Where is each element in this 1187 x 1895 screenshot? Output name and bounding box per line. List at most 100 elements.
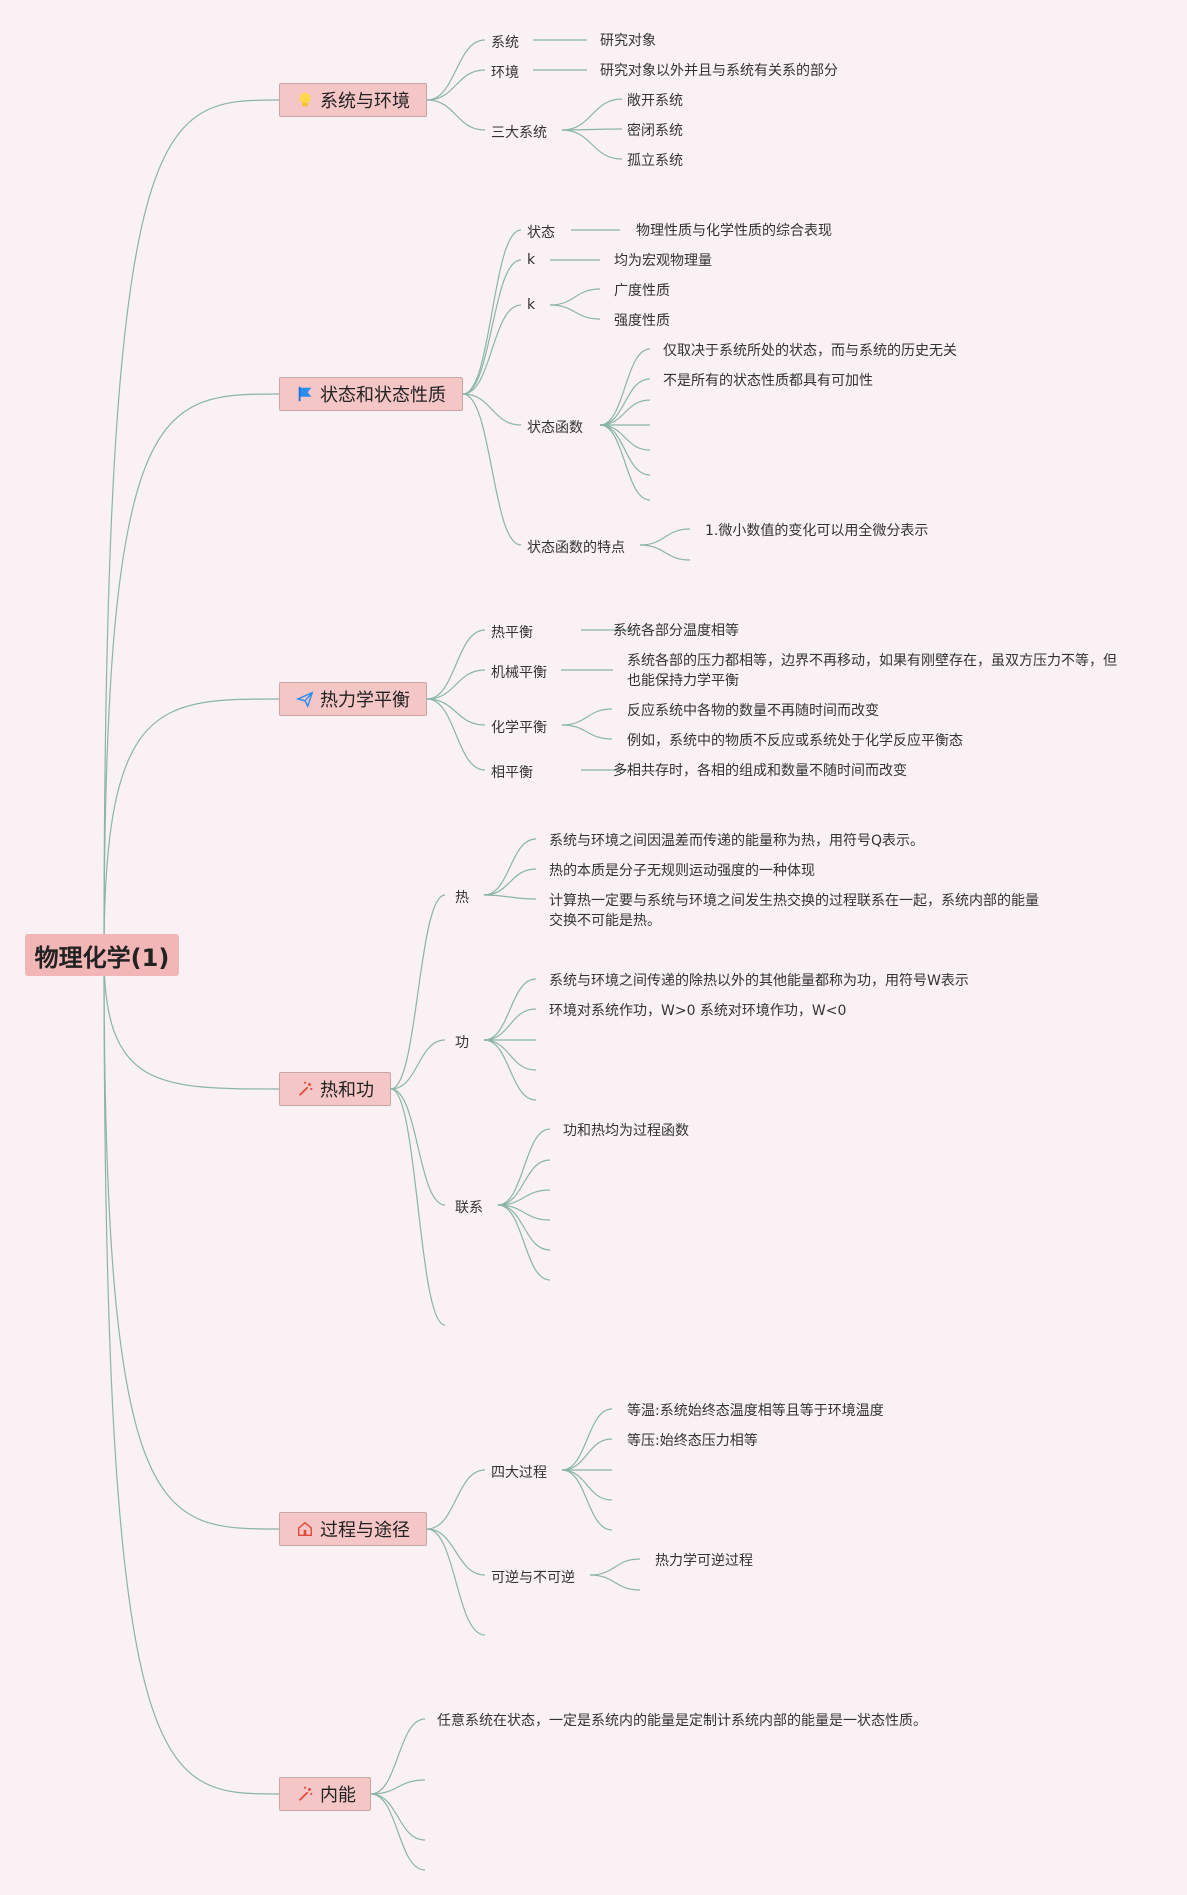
magic-wand-icon [298,1786,313,1801]
connector-curve [561,98,623,131]
connector-curve [497,1204,551,1281]
connector-curve [103,954,280,1795]
node-detail: 研究对象以外并且与系统有关系的部分 [600,63,838,79]
node-label: 热平衡 [491,625,533,641]
node-label: 系统 [491,35,519,51]
connector-curve [483,894,537,900]
connector-curve [426,1528,486,1576]
connector-curve [561,724,613,740]
node-detail: 也能保持力学平衡 [627,673,739,689]
topic-internal-energy[interactable]: 内能 [279,1777,371,1811]
node-label: 三大系统 [491,125,547,141]
node-sub: 敞开系统 [627,93,683,109]
connector-curve [426,629,486,700]
node-sub: 反应系统中各物的数量不再随时间而改变 [627,703,879,719]
node-label: 环境 [491,65,519,81]
connector-curve [426,69,486,101]
connector-curve [103,954,280,1530]
node-sub: 孤立系统 [627,153,683,169]
node-label: 功 [455,1035,469,1051]
connector-curve [426,1469,486,1530]
node-label: k [527,252,536,268]
connector-curve [497,1128,551,1206]
connector-curve [103,954,280,1090]
node-sub: 等温:系统始终态温度相等且等于环境温度 [627,1403,884,1419]
connector-curve [426,39,486,101]
topic-label: 系统与环境 [320,91,410,112]
node-label: 状态函数 [527,420,583,436]
node-detail: 系统各部的压力都相等，边界不再移动，如果有刚壁存在，虽双方压力不等，但 [627,653,1117,669]
node-label: 四大过程 [491,1465,547,1481]
connector-curve [561,1469,613,1501]
node-sub: 广度性质 [614,283,670,299]
bulb-icon [299,92,311,107]
node-sub: 系统与环境之间因温差而传递的能量称为热，用符号Q表示。 [549,833,925,849]
connector-curve [483,1039,537,1071]
node-label: 状态函数的特点 [527,540,625,556]
connector-curve [549,288,601,306]
topic-state-properties[interactable]: 状态和状态性质 [279,377,463,411]
root-node[interactable]: 物理化学(1) [25,934,179,976]
topic-process-path[interactable]: 过程与途径 [279,1512,427,1546]
connector-curve [426,99,486,131]
node-detail: 研究对象 [600,33,656,49]
node-sub: 密闭系统 [627,123,683,139]
node-sub: 计算热一定要与系统与环境之间发生热交换的过程联系在一起，系统内部的能量 [549,893,1039,909]
connector-curve [483,868,537,896]
connector-curve [497,1204,551,1221]
connector-curve [497,1159,551,1206]
connector-curve [561,1469,613,1531]
node-label: 相平衡 [491,765,533,781]
node-sub: 1.微小数值的变化可以用全微分表示 [705,523,929,539]
connector-curve [426,669,486,700]
topic-heat-work[interactable]: 热和功 [279,1072,391,1106]
node-label: 可逆与不可逆 [491,1570,575,1586]
connector-curve [549,304,601,320]
connector-curve [561,708,613,726]
topic-label: 热力学平衡 [320,690,410,711]
connector-curve [561,129,623,160]
connector-curve [483,838,537,896]
node-sub: 热力学可逆过程 [655,1553,753,1569]
topic-thermo-equilibrium[interactable]: 热力学平衡 [279,682,427,716]
connector-curve [103,393,280,956]
connector-curve [599,424,651,476]
connector-curve [599,348,651,426]
connector-curve [426,1528,486,1636]
node-sub: 功和热均为过程函数 [563,1123,689,1139]
connector-curve [639,544,691,561]
node-sub: 环境对系统作功，W>0 系统对环境作功，W<0 [549,1003,847,1019]
connector-curve [370,1779,426,1795]
node-label: 机械平衡 [491,665,547,681]
node-sub: 强度性质 [614,313,670,329]
node-label: k [527,297,536,313]
node-detail: 均为宏观物理量 [614,253,712,269]
node-label: 联系 [455,1200,483,1216]
connector-curve [561,1438,613,1471]
connector-curve [390,1088,446,1206]
connector-curve [462,229,522,395]
topic-system-environment[interactable]: 系统与环境 [279,83,427,117]
flag-icon [298,386,312,402]
node-detail: 系统各部分温度相等 [613,623,739,639]
connector-curve [599,399,651,426]
connector-curve [370,1793,426,1841]
connector-curve [390,1039,446,1090]
connector-curve [483,1039,537,1101]
connector-curve [390,894,446,1090]
connector-curve [103,99,280,956]
node-detail: 多相共存时，各相的组成和数量不随时间而改变 [613,763,907,779]
connector-curve [462,304,522,395]
connector-curve [370,1793,426,1871]
connector-curve [589,1574,641,1591]
node-sub: 交换不可能是热。 [549,913,661,929]
node-detail: 任意系统在状态，一定是系统内的能量是定制计系统内部的能量是一状态性质。 [437,1713,927,1729]
connector-curve [497,1189,551,1206]
connector-curve [589,1558,641,1576]
topic-label: 过程与途径 [320,1520,410,1541]
connector-curve [497,1204,551,1251]
magic-wand-icon [298,1081,313,1096]
house-icon [297,1521,313,1537]
connector-curve [390,1088,446,1326]
